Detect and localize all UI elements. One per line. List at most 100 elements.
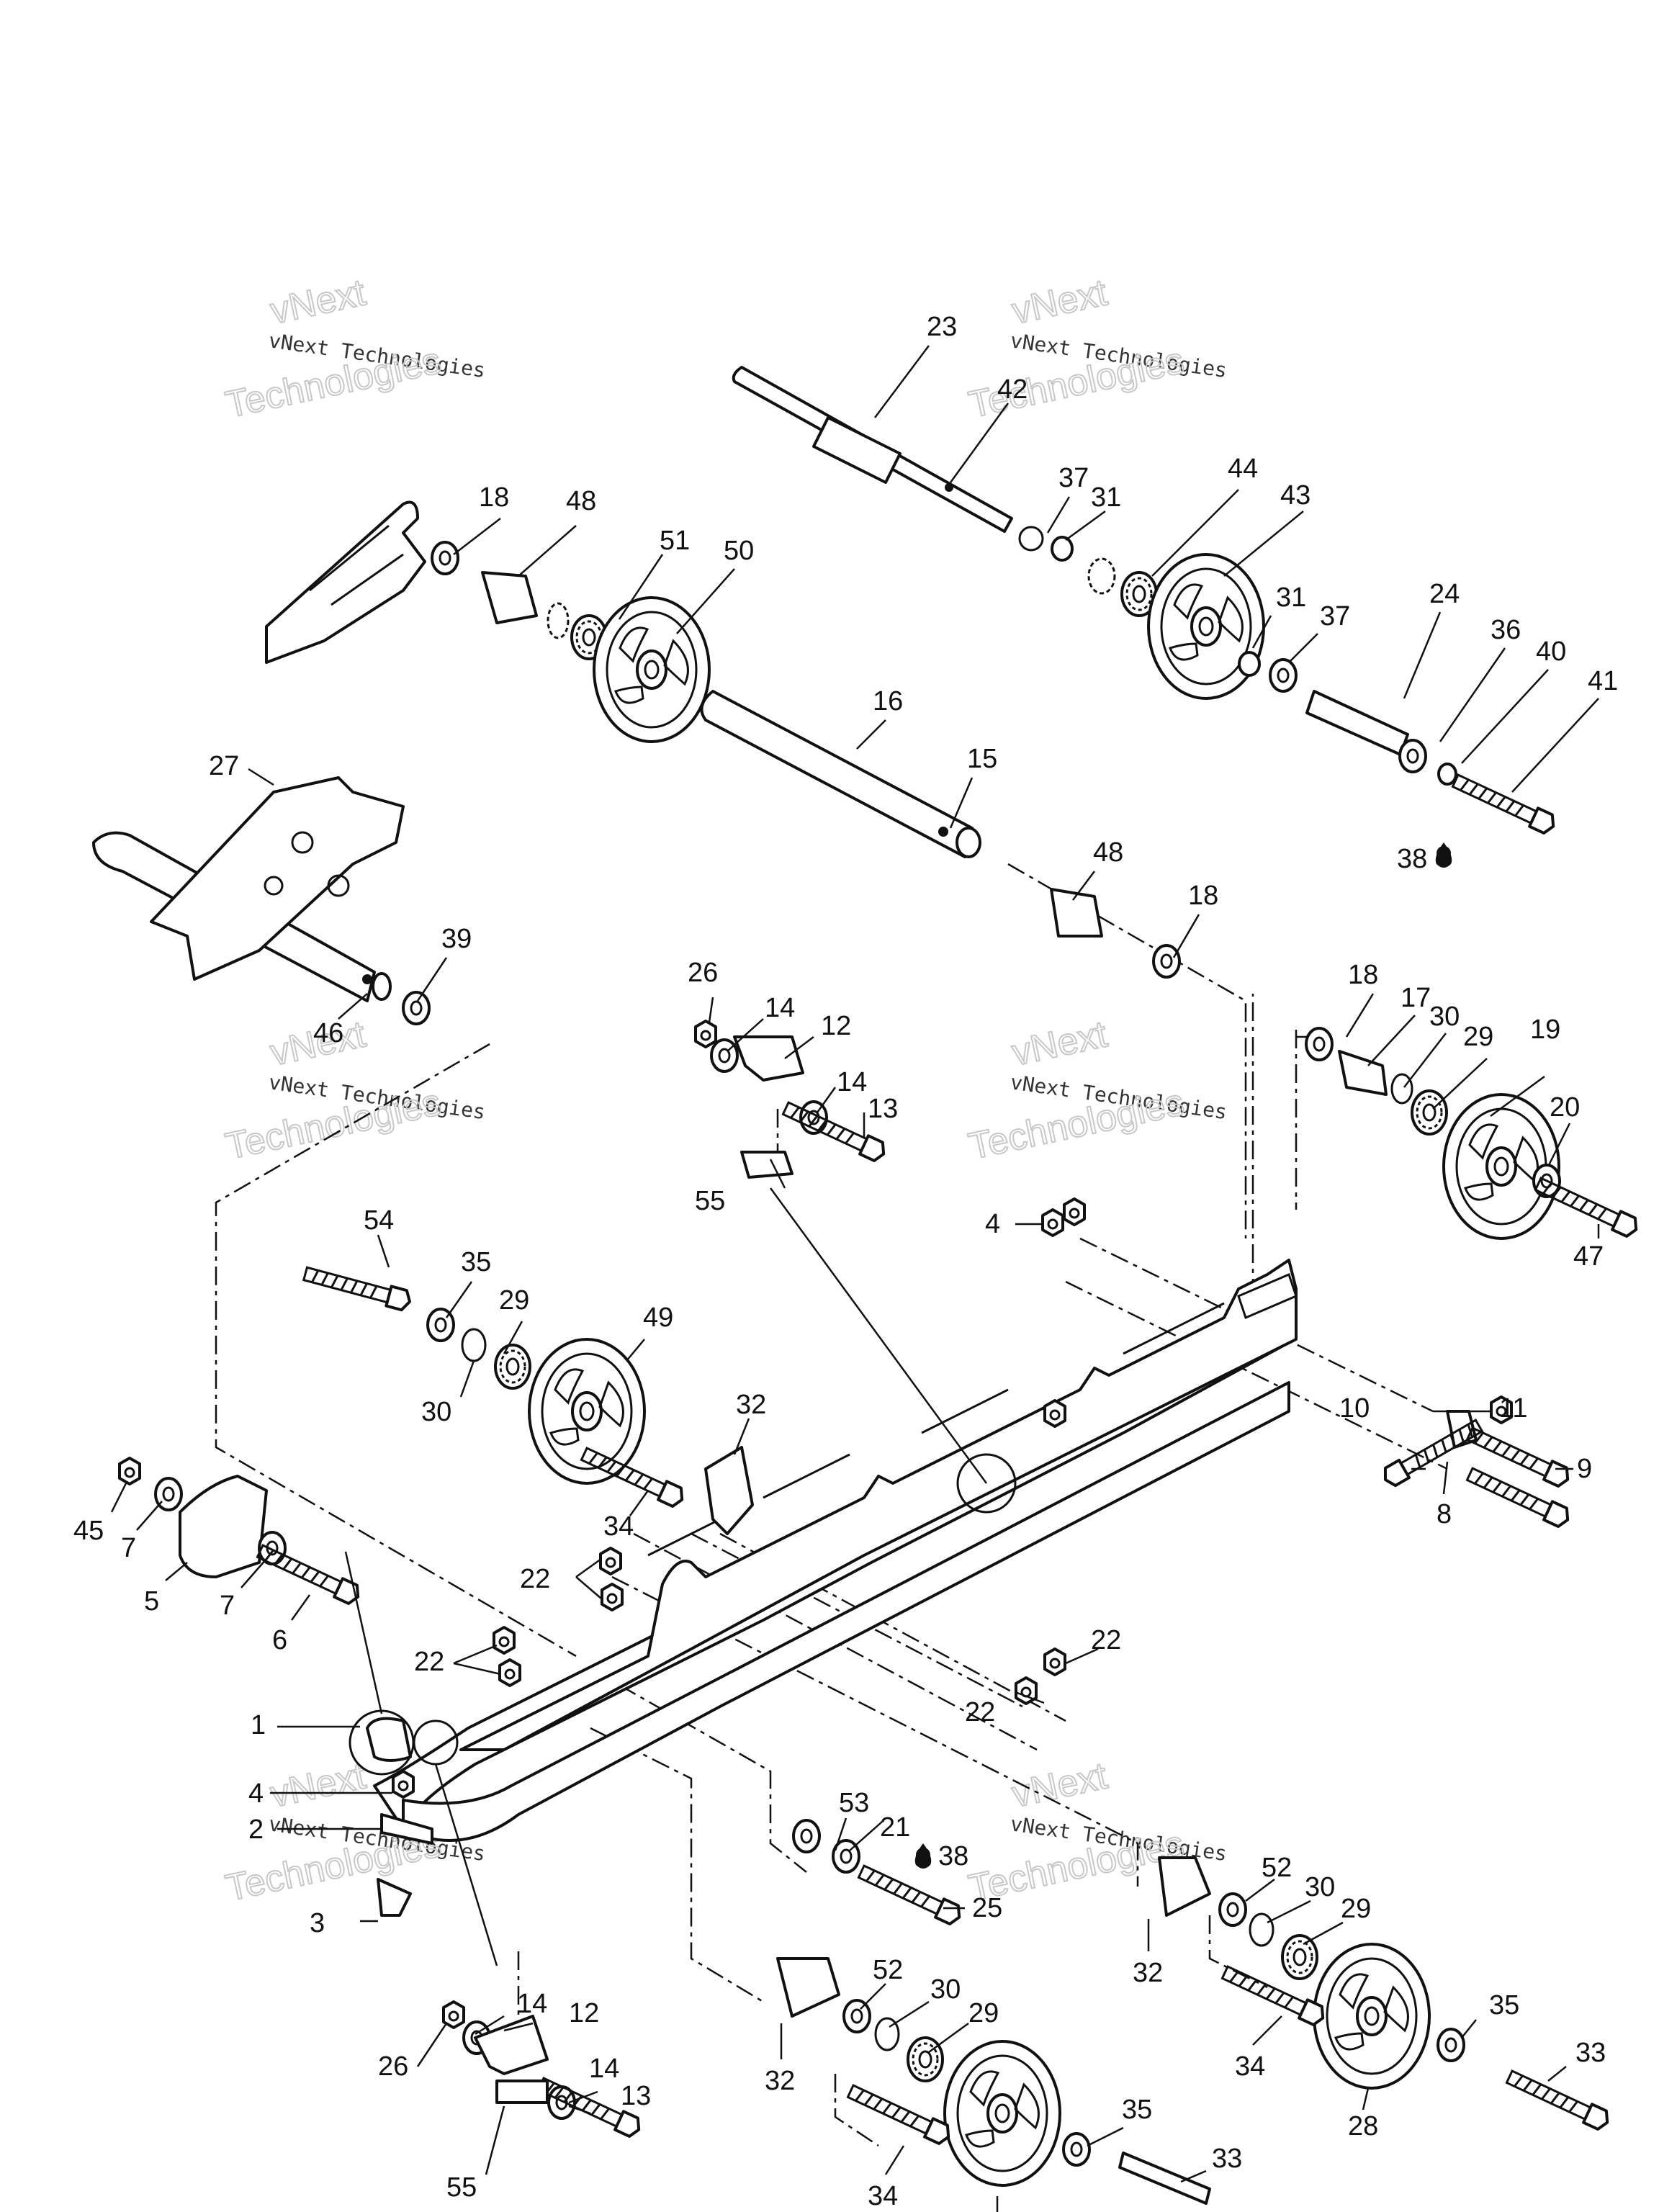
callout-16: 16 — [873, 686, 903, 716]
leader-lines — [110, 345, 1600, 2212]
callout-24: 24 — [1429, 579, 1460, 609]
callout-27: 27 — [209, 751, 239, 781]
callout-55: 55 — [695, 1186, 725, 1216]
callout-35: 35 — [1122, 2095, 1152, 2125]
callout-52: 52 — [1262, 1853, 1292, 1883]
callout-8: 8 — [1437, 1499, 1452, 1529]
callout-25: 25 — [972, 1893, 1002, 1923]
watermark-mid-left: vNext vNext Technologies Technologies — [221, 1012, 487, 1168]
callout-35: 35 — [461, 1247, 491, 1277]
callout-7: 7 — [220, 1591, 235, 1621]
callout-43: 43 — [1280, 480, 1310, 511]
callout-55: 55 — [446, 2172, 477, 2203]
callout-20: 20 — [1550, 1092, 1580, 1123]
callout-48: 48 — [1093, 837, 1123, 868]
callout-9: 9 — [1577, 1454, 1592, 1484]
callout-52: 52 — [873, 1955, 903, 1985]
callout-34: 34 — [603, 1511, 634, 1542]
callout-28: 28 — [1348, 2111, 1378, 2141]
watermark-line1: vNext — [266, 1755, 369, 1815]
suspension-rail — [373, 1259, 1298, 1842]
callout-10: 10 — [1339, 1393, 1370, 1424]
callout-29: 29 — [968, 1998, 999, 2028]
callout-18: 18 — [1348, 960, 1378, 990]
callout-14: 14 — [589, 2054, 619, 2084]
rail-front-tip — [349, 1453, 1017, 1845]
callout-30: 30 — [421, 1397, 451, 1427]
callout-33: 33 — [1212, 2144, 1242, 2174]
callout-26: 26 — [378, 2051, 408, 2082]
callout-5: 5 — [144, 1586, 159, 1617]
callout-26: 26 — [688, 958, 718, 988]
callout-51: 51 — [660, 526, 690, 556]
callout-14: 14 — [765, 993, 795, 1023]
callout-14: 14 — [837, 1067, 867, 1097]
callout-13: 13 — [621, 2081, 651, 2111]
callout-32: 32 — [765, 2066, 795, 2096]
callout-39: 39 — [441, 924, 472, 954]
callout-37: 37 — [1320, 601, 1350, 631]
callout-37: 37 — [1058, 463, 1089, 493]
assembly-lines — [215, 863, 1448, 2147]
callout-18: 18 — [1188, 881, 1218, 911]
callout-18: 18 — [479, 482, 509, 513]
callout-14: 14 — [517, 1989, 547, 2019]
callout-30: 30 — [1429, 1002, 1460, 1032]
callout-53: 53 — [839, 1788, 869, 1818]
callout-42: 42 — [997, 374, 1028, 405]
callout-21: 21 — [880, 1812, 910, 1843]
callout-15: 15 — [967, 744, 997, 774]
callout-40: 40 — [1536, 637, 1566, 667]
callout-34: 34 — [1235, 2051, 1265, 2082]
callout-12: 12 — [569, 1998, 599, 2028]
callout-29: 29 — [1341, 1894, 1371, 1924]
callout-7: 7 — [121, 1533, 136, 1563]
callout-12: 12 — [821, 1011, 851, 1041]
callout-6: 6 — [272, 1625, 287, 1655]
oil-drop-icon — [1435, 842, 1452, 868]
pivot-arm-27 — [92, 776, 405, 1002]
callout-54: 54 — [364, 1205, 394, 1236]
callout-23: 23 — [927, 312, 957, 342]
callout-2: 2 — [248, 1815, 264, 1845]
callout-29: 29 — [1463, 1022, 1493, 1052]
callout-32: 32 — [1133, 1958, 1163, 1988]
watermark-line1: vNext — [266, 271, 369, 332]
callout-3: 3 — [310, 1908, 325, 1938]
watermark-line1: vNext — [1008, 271, 1111, 332]
callout-4: 4 — [985, 1209, 1000, 1239]
callout-47: 47 — [1573, 1241, 1604, 1272]
callout-22: 22 — [520, 1564, 550, 1594]
oil-drop-icon — [914, 1843, 932, 1869]
callout-13: 13 — [868, 1094, 898, 1124]
callout-45: 45 — [73, 1516, 104, 1546]
callout-11: 11 — [1499, 1393, 1527, 1424]
callout-38: 38 — [1397, 844, 1427, 874]
axle-23 — [732, 366, 1013, 533]
callout-22: 22 — [414, 1647, 444, 1677]
top-rail-segment — [265, 500, 426, 664]
callout-41: 41 — [1588, 666, 1618, 696]
callout-22: 22 — [1091, 1625, 1121, 1655]
watermark-mid-right: vNext vNext Technologies Technologies — [964, 1012, 1228, 1168]
callout-44: 44 — [1228, 454, 1258, 484]
callout-30: 30 — [930, 1974, 961, 2005]
callout-49: 49 — [643, 1303, 673, 1333]
watermark-line1: vNext — [1008, 1013, 1111, 1074]
callout-31: 31 — [1276, 583, 1306, 613]
callout-50: 50 — [724, 536, 754, 566]
callout-46: 46 — [313, 1018, 343, 1048]
callout-labels: 23 42 37 31 44 43 31 37 24 36 40 41 38 1… — [73, 312, 1618, 2211]
callout-1: 1 — [251, 1710, 266, 1740]
watermark-top-left: vNext vNext Technologies Technologies — [221, 271, 487, 426]
callout-33: 33 — [1575, 2038, 1606, 2068]
callout-19: 19 — [1530, 1015, 1560, 1045]
callout-38: 38 — [938, 1841, 968, 1871]
callout-29: 29 — [499, 1285, 529, 1316]
callout-34: 34 — [868, 2181, 898, 2211]
callout-36: 36 — [1491, 615, 1521, 645]
callout-4: 4 — [248, 1779, 264, 1809]
callout-32: 32 — [736, 1390, 766, 1420]
callout-35: 35 — [1489, 1990, 1519, 2020]
callout-30: 30 — [1305, 1872, 1335, 1902]
